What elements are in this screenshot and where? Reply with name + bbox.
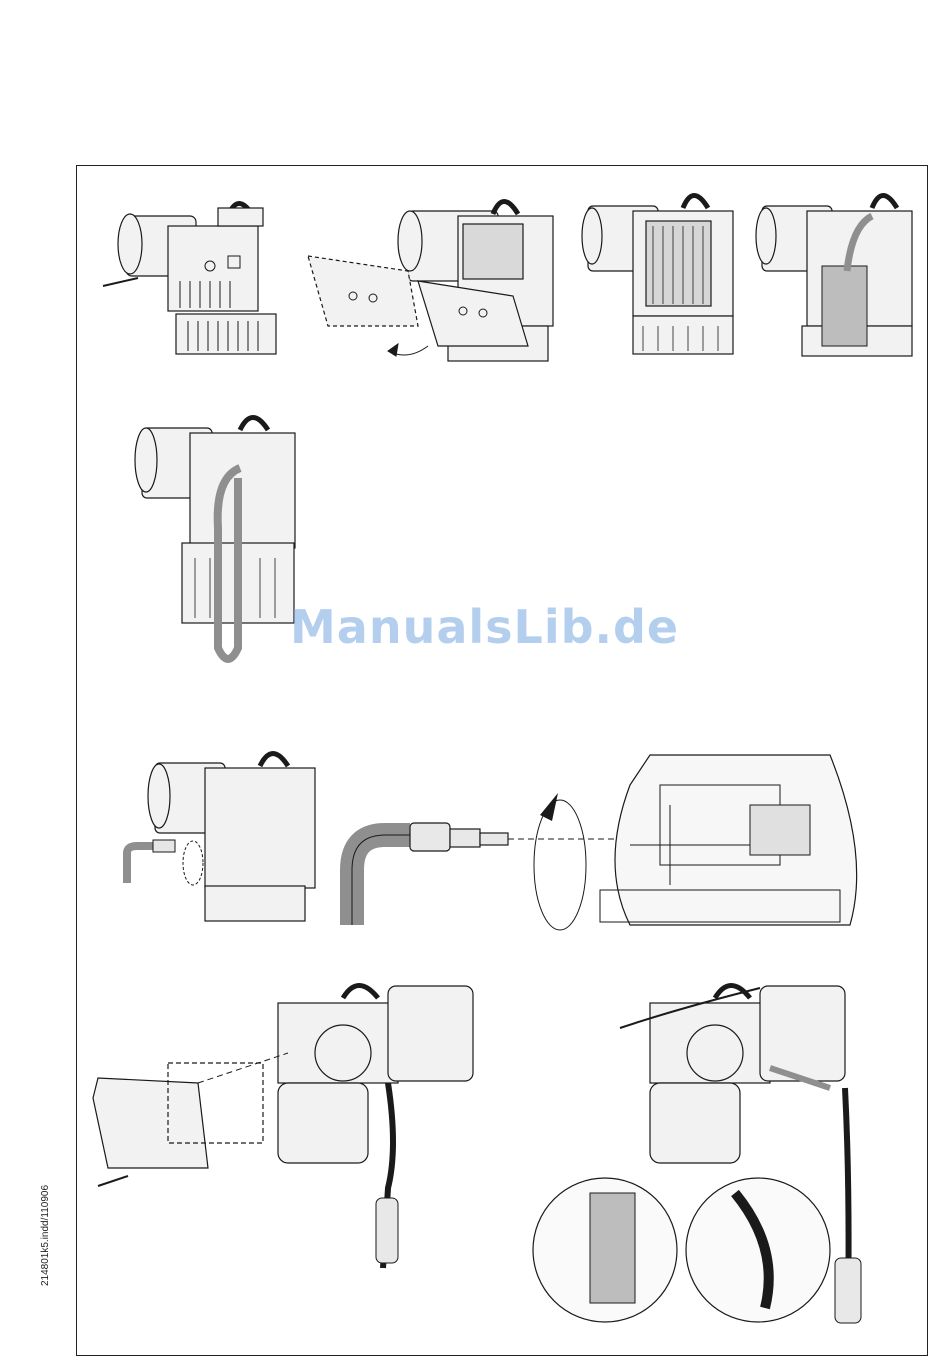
hoist-illustration-icon bbox=[330, 745, 860, 945]
hoist-illustration-icon bbox=[98, 186, 298, 361]
document-side-code: 214801k5.indd/110906 bbox=[40, 1186, 60, 1286]
watermark-text: ManualsLib.de bbox=[290, 600, 670, 654]
hoist-illustration-icon bbox=[130, 408, 300, 673]
figure-cover-lowered bbox=[298, 186, 558, 366]
hoist-illustration-icon bbox=[88, 968, 478, 1273]
hoist-illustration-icon bbox=[530, 968, 920, 1343]
figure-gland-detail-enlarged bbox=[330, 745, 860, 945]
figure-hoist-cover-removal bbox=[98, 186, 298, 361]
figure-cable-loop-routing bbox=[130, 408, 300, 673]
figure-cable-gland-connection bbox=[115, 748, 325, 923]
figure-control-box-cover-fitting bbox=[88, 968, 478, 1273]
hoist-illustration-icon bbox=[115, 748, 325, 923]
figure-terminal-board-exposed bbox=[578, 186, 743, 361]
figure-cable-insertion bbox=[752, 186, 920, 361]
hoist-illustration-icon bbox=[298, 186, 558, 366]
hoist-illustration-icon bbox=[578, 186, 743, 361]
figure-pendant-cable-strain-relief bbox=[530, 968, 920, 1343]
hoist-illustration-icon bbox=[752, 186, 920, 361]
